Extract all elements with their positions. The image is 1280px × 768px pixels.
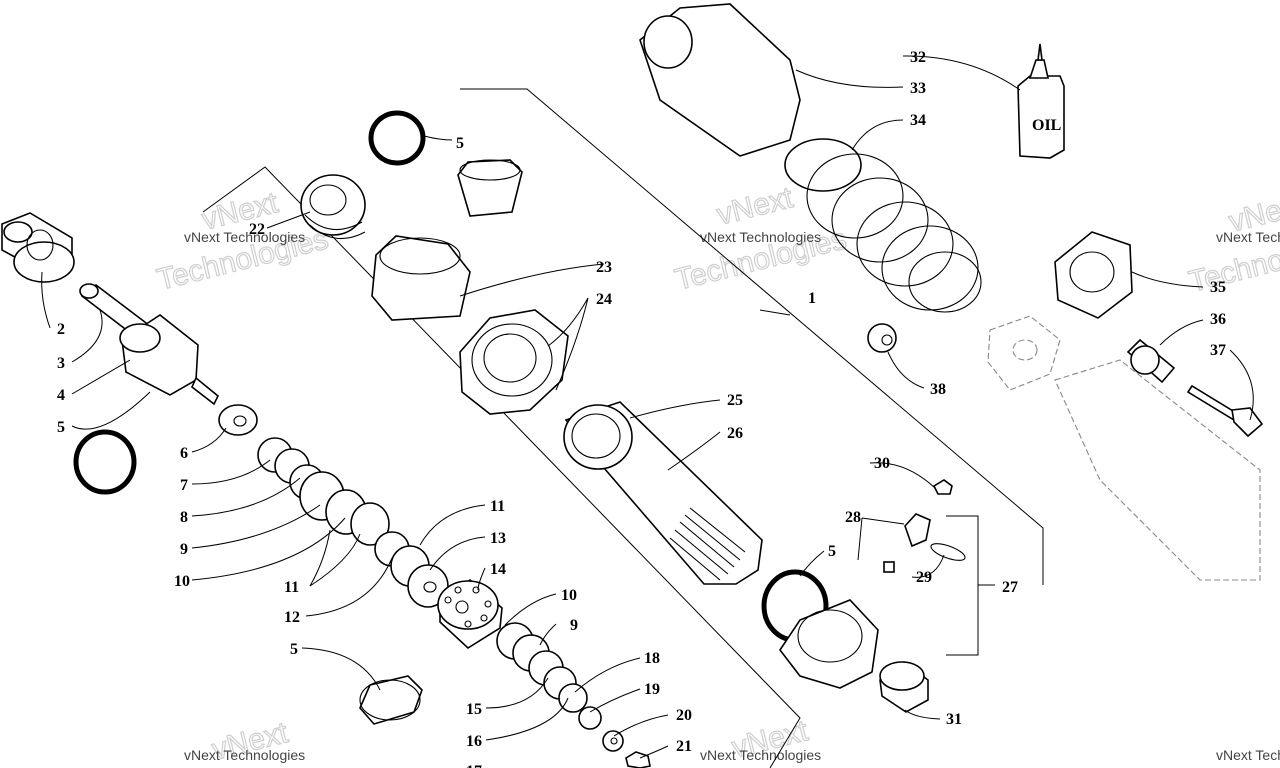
oil-label: OIL xyxy=(1032,117,1061,134)
callout-5: 5 xyxy=(828,543,836,560)
watermark-big-top: vNext xyxy=(714,181,797,232)
callout-37: 37 xyxy=(1210,342,1226,359)
spring-retainer xyxy=(1054,231,1133,319)
oil-bottle: OIL xyxy=(1017,43,1065,159)
callout-25: 25 xyxy=(727,392,743,409)
damper-body xyxy=(563,401,763,585)
spring-retainer-cap xyxy=(867,323,897,353)
o-ring-top xyxy=(368,110,426,166)
callout-14: 14 xyxy=(490,561,506,578)
callout-6: 6 xyxy=(180,445,188,462)
callout-12: 12 xyxy=(284,609,300,626)
washer-6 xyxy=(218,404,258,436)
callout-8: 8 xyxy=(180,509,188,526)
seal-head xyxy=(300,174,366,240)
callout-10: 10 xyxy=(561,587,577,604)
watermark-company: vNext Technologies xyxy=(184,229,305,245)
callout-27: 27 xyxy=(1002,579,1018,596)
callout-9: 9 xyxy=(570,617,578,634)
callout-18: 18 xyxy=(644,650,660,667)
valve-stack xyxy=(218,404,449,608)
reservoir-bracket xyxy=(946,515,979,656)
callout-33: 33 xyxy=(910,80,926,97)
callout-38: 38 xyxy=(930,381,946,398)
callout-28: 28 xyxy=(845,509,861,526)
callout-23: 23 xyxy=(596,259,612,276)
shock-assembly-bracket xyxy=(460,88,1044,585)
callout-2: 2 xyxy=(57,321,65,338)
callout-10: 10 xyxy=(174,573,190,590)
callout-4: 4 xyxy=(57,387,65,404)
callout-7: 7 xyxy=(180,477,188,494)
callout-34: 34 xyxy=(910,112,926,129)
piston xyxy=(437,578,503,650)
callout-29: 29 xyxy=(916,569,932,586)
callout-35: 35 xyxy=(1210,279,1226,296)
callout-24: 24 xyxy=(596,291,612,308)
callout-3: 3 xyxy=(57,355,65,372)
callout-26: 26 xyxy=(727,425,743,442)
callouts: 1 2 3 4 5 5 5 5 6 7 8 9 9 10 10 11 11 12… xyxy=(57,49,1226,768)
damper-internals-bracket xyxy=(202,166,801,768)
spring-adjuster-nut xyxy=(459,309,569,415)
callout-11: 11 xyxy=(490,498,505,515)
o-ring-left xyxy=(73,429,137,495)
callout-20: 20 xyxy=(676,707,692,724)
callout-30: 30 xyxy=(874,455,890,472)
watermark-company: vNext Technologies xyxy=(1216,229,1280,245)
callout-15: 15 xyxy=(466,701,482,718)
reservoir-valve xyxy=(883,479,966,573)
callout-32: 32 xyxy=(910,49,926,66)
callout-36: 36 xyxy=(1210,311,1226,328)
lower-valve-stack xyxy=(496,622,651,768)
callout-9: 9 xyxy=(180,541,188,558)
callout-5: 5 xyxy=(290,641,298,658)
callout-5: 5 xyxy=(456,135,464,152)
reservoir-cap xyxy=(779,599,879,689)
reservoir-bushing xyxy=(879,661,929,713)
callout-5: 5 xyxy=(57,419,65,436)
callout-17: 17 xyxy=(466,763,482,768)
callout-13: 13 xyxy=(490,530,506,547)
assembled-shock-ghost xyxy=(987,315,1261,581)
watermark-company: vNext Technologies xyxy=(700,229,821,245)
callout-21: 21 xyxy=(676,738,692,755)
shaft-clevis xyxy=(119,314,220,406)
guide-ring xyxy=(457,159,523,217)
watermark-company: vNext Technologies xyxy=(1216,747,1280,763)
leader-lines xyxy=(41,55,1254,759)
callout-11: 11 xyxy=(284,579,299,596)
watermark-company: vNext Technologies xyxy=(184,747,305,763)
callout-19: 19 xyxy=(644,681,660,698)
bolt-sleeve xyxy=(1126,338,1176,384)
coil-spring xyxy=(784,138,982,313)
callout-16: 16 xyxy=(466,733,482,750)
dust-boot xyxy=(639,3,801,157)
group-bracket-lines xyxy=(202,88,1044,768)
callout-1: 1 xyxy=(808,290,816,307)
mounting-bolt xyxy=(1186,384,1264,438)
watermark-company: vNext Technologies xyxy=(700,747,821,763)
callout-31: 31 xyxy=(946,711,962,728)
piston-band xyxy=(359,675,423,725)
callout-22: 22 xyxy=(249,221,265,238)
bushing-sleeve xyxy=(371,235,471,321)
eyelet-bushing xyxy=(1,212,75,283)
